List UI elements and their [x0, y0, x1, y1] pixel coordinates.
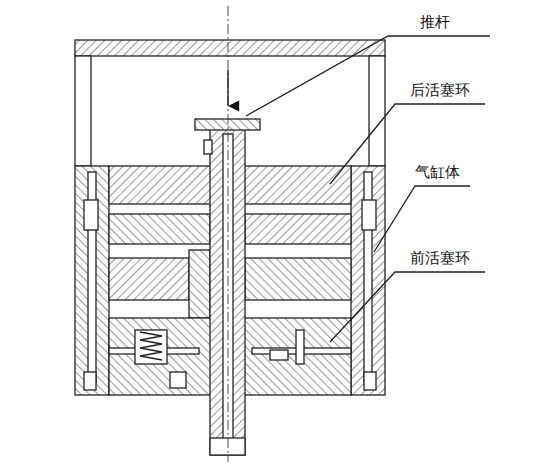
spring-seat: [170, 372, 186, 388]
force-arrow: [227, 70, 228, 106]
center-line: [228, 6, 229, 462]
pin-seat: [270, 350, 288, 360]
push-rod: [210, 128, 245, 455]
spring: [140, 332, 162, 360]
cylinder-body: [75, 166, 109, 395]
part-label: 气缸体: [415, 164, 460, 181]
bolt-hole: [84, 200, 98, 230]
piston-plate: [245, 214, 351, 244]
housing-wall: [369, 56, 385, 166]
cylinder-body: [351, 166, 385, 395]
piston-plate: [245, 258, 351, 300]
piston-plate: [189, 250, 210, 318]
piston-plate: [109, 214, 210, 244]
rod-tip: [210, 438, 245, 455]
leader-line: [374, 186, 470, 252]
spring-pocket: [135, 330, 167, 364]
rod-head: [195, 119, 260, 130]
bolt-hole: [362, 200, 376, 230]
housing-wall: [75, 56, 91, 166]
leader-line: [330, 104, 485, 184]
bolt-hole: [364, 372, 376, 390]
part-label: 推杆: [420, 14, 450, 31]
top-cap: [75, 40, 385, 56]
piston-plate: [109, 258, 189, 300]
rod-screw: [204, 140, 212, 154]
part-label: 后活塞环: [410, 82, 470, 99]
bolt-hole: [84, 372, 96, 390]
leader-line: [330, 272, 485, 342]
part-label: 前活塞环: [410, 250, 470, 267]
pin: [296, 330, 304, 364]
